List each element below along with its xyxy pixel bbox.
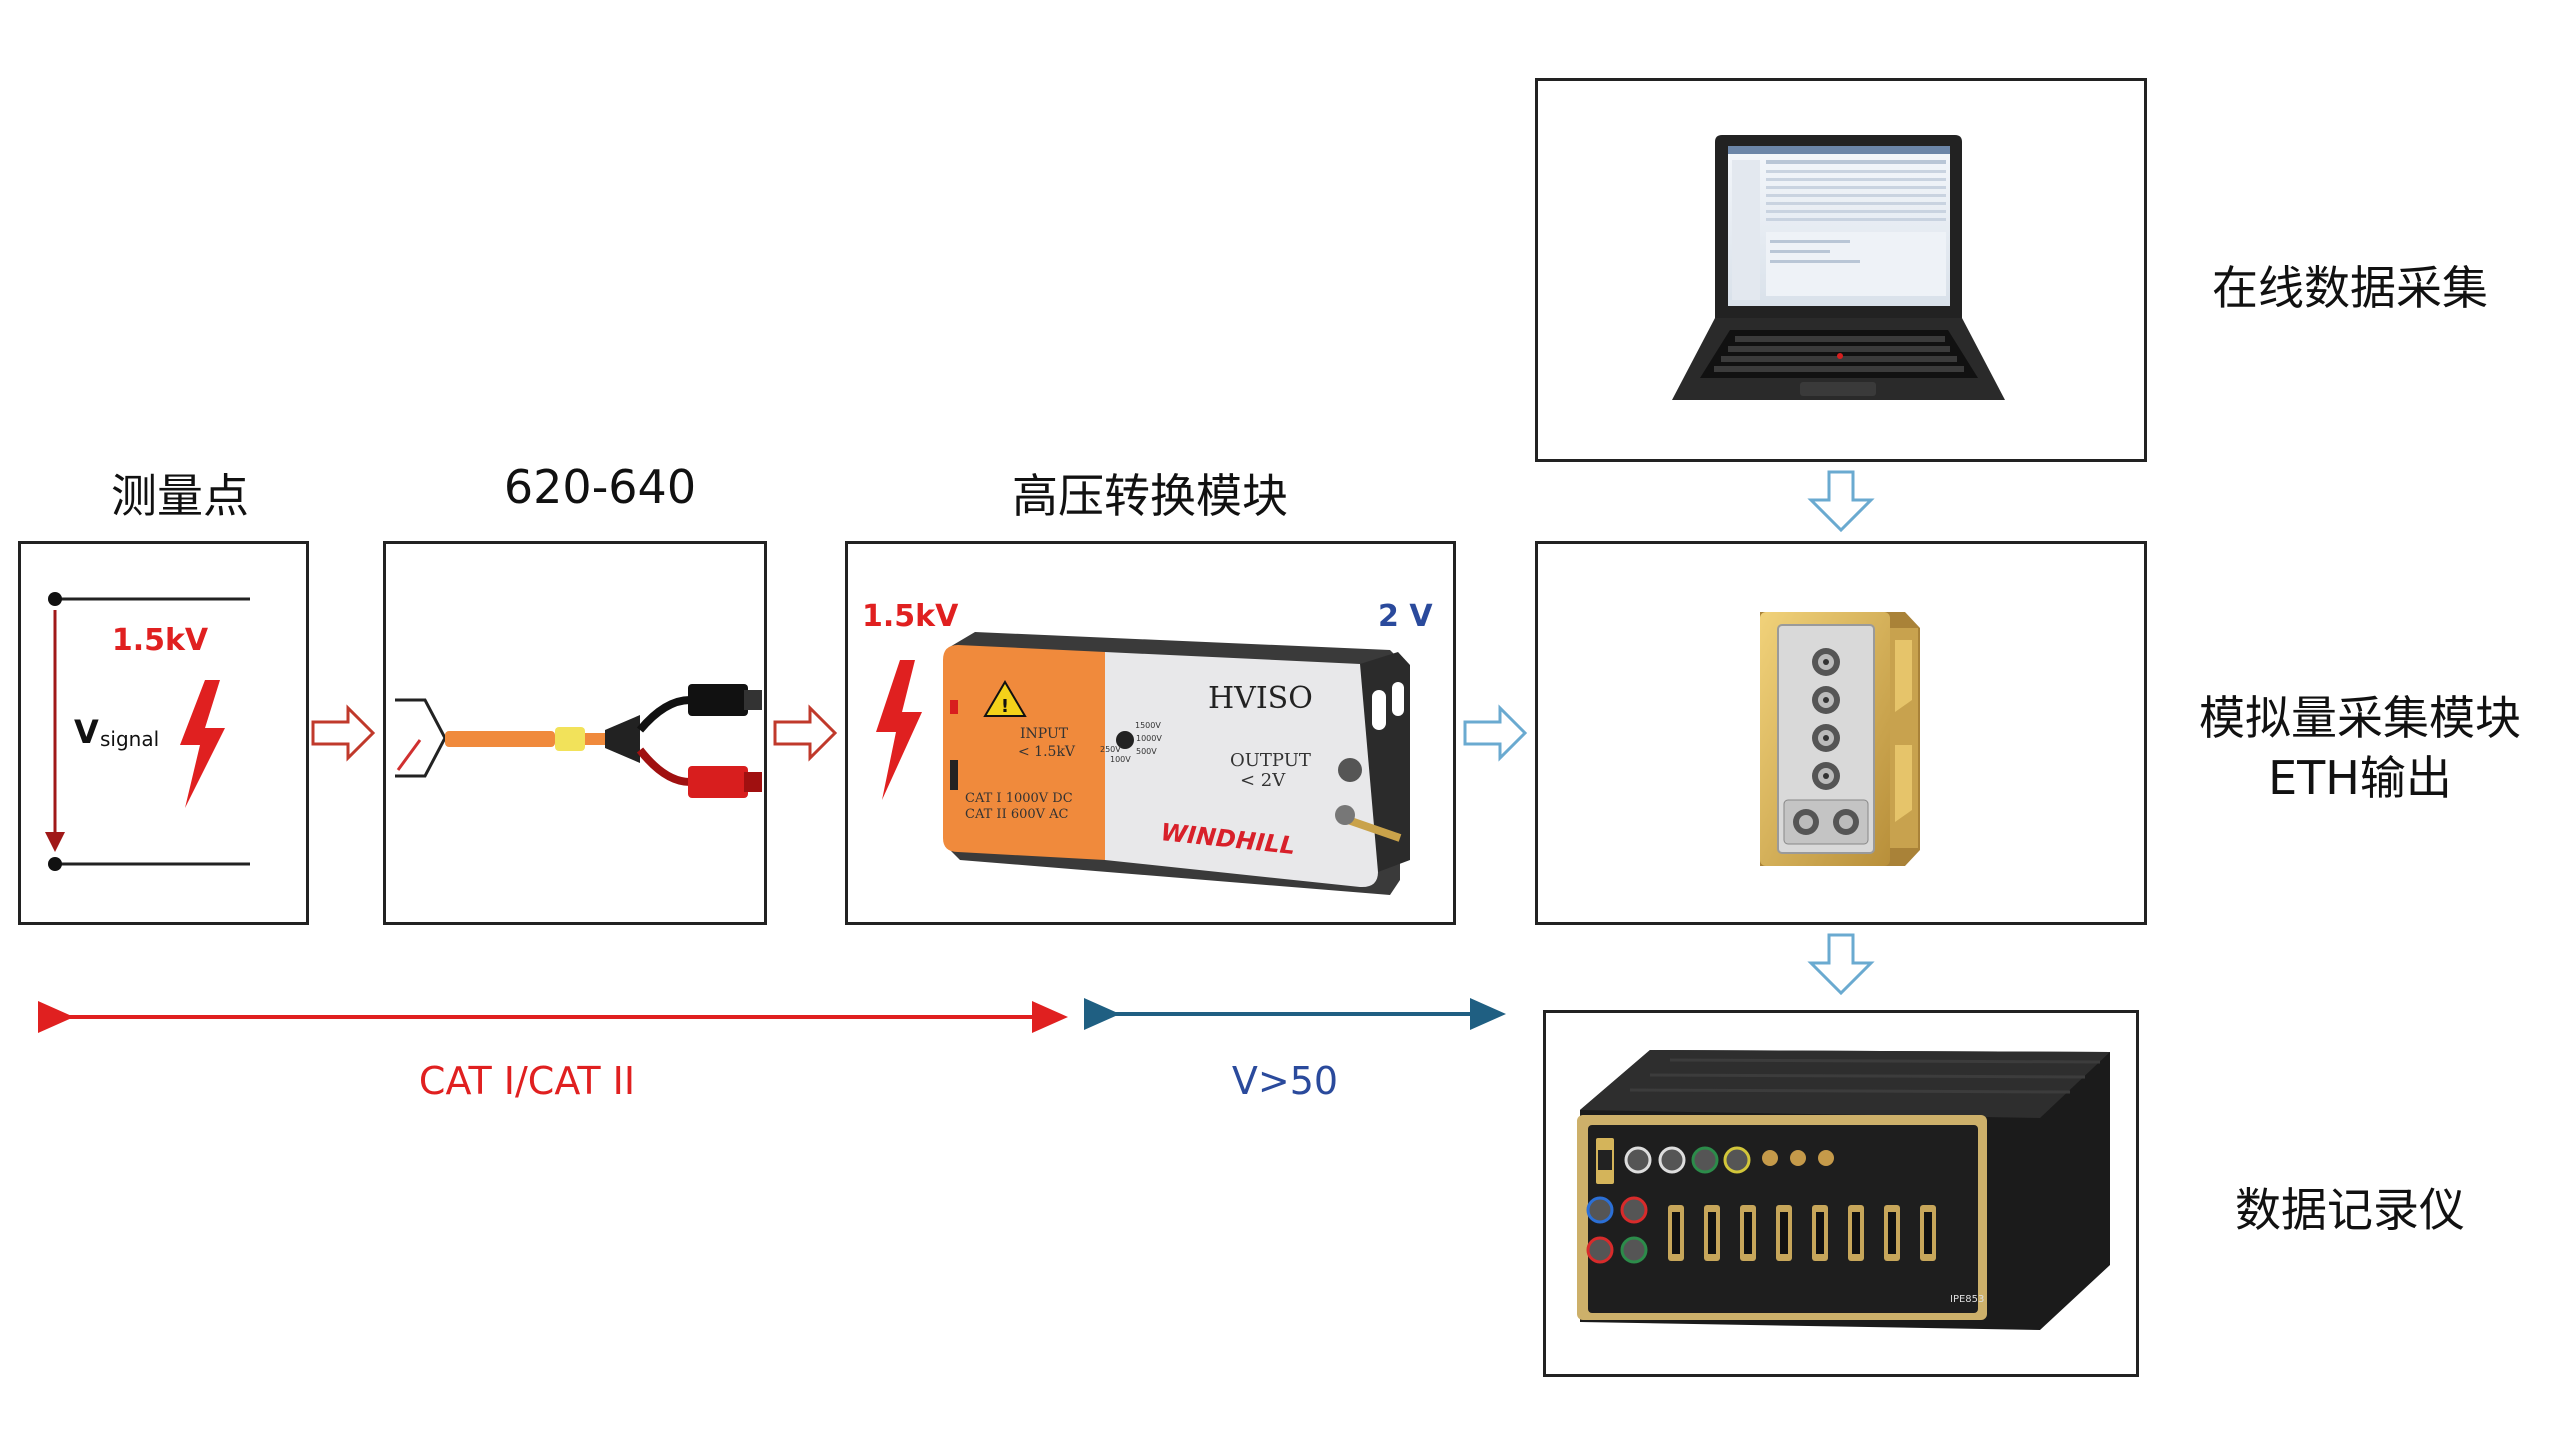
probe-cable-illustration	[395, 684, 762, 798]
svg-text:!: !	[1001, 696, 1009, 717]
input-label: INPUT	[1020, 726, 1069, 742]
hv-output-voltage: 2 V	[1378, 599, 1433, 634]
dial-label-1: 1500V	[1135, 721, 1161, 730]
lightning-icon	[180, 680, 225, 808]
title-hv-module: 高压转换模块	[1012, 469, 1288, 523]
laptop-touchpad	[1800, 382, 1876, 396]
title-probe-model: 620-640	[503, 460, 697, 514]
black-banana-plug	[688, 684, 748, 716]
range-dial-icon	[1116, 731, 1134, 749]
cat-line-1: CAT I 1000V DC	[965, 791, 1073, 806]
hv-lightning-icon	[876, 660, 922, 800]
cat-range-label: CAT I/CAT II	[419, 1059, 635, 1103]
flow-arrow-2	[773, 704, 838, 762]
device-orange-face	[943, 645, 1105, 860]
panel-measurement-point	[18, 541, 309, 925]
range-indicators: CAT I/CAT II V>50	[38, 998, 1506, 1103]
red-banana-plug	[688, 766, 748, 798]
signal-label: V	[74, 713, 99, 751]
signal-sub: signal	[100, 727, 159, 751]
data-recorder-illustration: IPE853	[1577, 1050, 2110, 1330]
device-white-face	[1105, 652, 1378, 888]
terminal-bottom-dot	[48, 857, 62, 871]
title-measurement-point: 测量点	[111, 469, 249, 523]
module-connectors	[1783, 648, 1869, 845]
analog-module-illustration	[1760, 612, 1920, 866]
measurement-voltage: 1.5kV	[112, 623, 209, 658]
label-data-recorder: 数据记录仪	[2235, 1183, 2465, 1237]
hv-input-voltage: 1.5kV	[862, 599, 959, 634]
warning-icon	[983, 680, 1027, 717]
flow-arrows-horizontal	[311, 704, 1528, 762]
hv-module-illustration: 1.5kV 2 V ! INPUT < 1.5kV CAT I 1000V DC…	[862, 599, 1433, 895]
cable-orange-sleeve	[445, 731, 555, 747]
label-online-acquisition: 在线数据采集	[2212, 261, 2488, 315]
flow-arrow-down-1	[1807, 470, 1875, 533]
label-analog-module-line1: 模拟量采集模块	[2199, 691, 2521, 745]
cable-yellow-band	[555, 727, 585, 751]
recorder-model: IPE853	[1950, 1294, 1984, 1305]
dial-label-2: 1000V	[1136, 734, 1162, 743]
input-value: < 1.5kV	[1018, 744, 1076, 760]
dial-label-4: 250V	[1100, 745, 1121, 754]
flow-arrow-down-2	[1807, 933, 1875, 996]
label-analog-module-line2: ETH输出	[2268, 751, 2452, 805]
output-value: < 2V	[1240, 770, 1286, 791]
recorder-round-connectors	[1586, 1146, 1834, 1264]
flow-arrow-3	[1463, 704, 1528, 762]
flow-arrows-vertical	[1807, 470, 1875, 996]
device-name: HVISO	[1208, 681, 1313, 716]
cat-line-2: CAT II 600V AC	[965, 807, 1069, 822]
terminal-top-dot	[48, 592, 62, 606]
output-label: OUTPUT	[1230, 750, 1311, 771]
flow-arrow-1	[311, 704, 376, 762]
dial-label-5: 100V	[1110, 755, 1131, 764]
voltage-range-label: V>50	[1232, 1059, 1338, 1103]
dial-label-3: 500V	[1136, 747, 1157, 756]
measurement-symbol: 1.5kV V signal	[45, 592, 250, 871]
laptop-illustration	[1672, 135, 2005, 400]
